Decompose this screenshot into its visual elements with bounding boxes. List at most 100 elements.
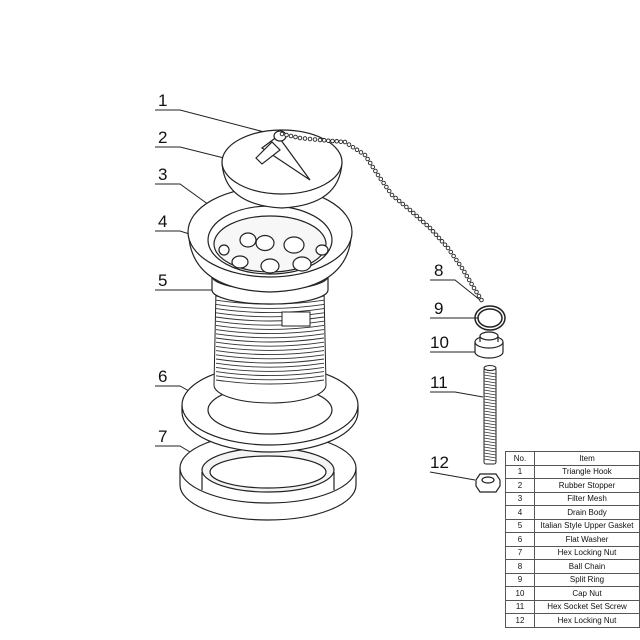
screw-thread: [483, 437, 497, 441]
callout-7: 7: [158, 427, 167, 446]
callout-6: 6: [158, 367, 167, 386]
chain-bead: [365, 156, 370, 162]
screw-thread: [483, 413, 497, 417]
part-split-ring: [474, 305, 506, 331]
chain-bead: [386, 188, 392, 194]
screw-thread: [483, 419, 497, 423]
row-number: 6: [505, 532, 535, 547]
chain-bead: [367, 160, 373, 166]
header-no: No.: [505, 451, 535, 466]
chain-bead: [462, 269, 467, 275]
screw-thread: [483, 386, 497, 390]
callout-12: 12: [430, 453, 449, 472]
screw-thread: [483, 434, 497, 438]
callout-numbers: 1 2 3 4 5 6 7 8 9 10 11 12: [158, 91, 449, 472]
chain-bead: [330, 138, 335, 144]
chain-bead: [321, 138, 327, 143]
part-small-hex-nut: [475, 473, 501, 493]
chain-bead: [433, 232, 439, 237]
chain-bead: [469, 281, 474, 287]
chain-bead: [417, 216, 423, 222]
chain-bead: [427, 225, 433, 231]
chain-bead: [338, 139, 344, 144]
chain-bead: [358, 150, 364, 155]
row-item: Cap Nut: [534, 586, 640, 601]
chain-bead: [476, 293, 482, 299]
chain-bead: [424, 222, 429, 228]
screw-thread: [483, 395, 497, 399]
chain-bead: [459, 265, 465, 271]
row-item: Rubber Stopper: [534, 478, 640, 493]
screw-thread: [483, 392, 497, 396]
chain-bead: [297, 135, 303, 141]
row-item: Triangle Hook: [534, 464, 640, 479]
chain-bead: [464, 273, 470, 279]
leader-lines: [155, 109, 484, 481]
thread-line: [215, 371, 325, 377]
callout-3: 3: [158, 165, 167, 184]
thread-line: [215, 320, 325, 326]
part-ball-chain: [279, 131, 484, 303]
chain-bead: [436, 235, 442, 241]
chain-bead: [317, 137, 323, 143]
thread-line: [215, 341, 325, 347]
chain-bead: [370, 164, 376, 170]
part-threaded-shank: [213, 289, 327, 404]
row-item: Drain Body: [534, 505, 640, 520]
screw-thread: [483, 377, 497, 381]
chain-bead: [451, 253, 456, 259]
part-set-screw: [483, 365, 497, 465]
thread-line: [215, 333, 325, 339]
row-number: 5: [505, 518, 535, 533]
leader-line-1: [155, 109, 273, 135]
thread-line: [215, 350, 325, 356]
thread-line: [215, 312, 325, 318]
row-number: 3: [505, 491, 535, 506]
callout-11: 11: [430, 373, 448, 392]
part-cap-nut: [474, 331, 504, 359]
row-number: 7: [505, 545, 535, 560]
screw-thread: [483, 431, 497, 435]
screw-thread: [483, 443, 497, 447]
row-item: Hex Locking Nut: [534, 545, 640, 560]
screw-thread: [483, 458, 497, 462]
screw-thread: [483, 407, 497, 411]
screw-thread: [483, 383, 497, 387]
chain-bead: [445, 245, 451, 251]
chain-bead: [346, 142, 352, 147]
thread-line: [215, 308, 325, 314]
row-item: Ball Chain: [534, 559, 640, 574]
row-number: 4: [505, 505, 535, 520]
chain-bead: [279, 131, 285, 137]
leader-line-11: [430, 391, 484, 398]
screw-thread: [483, 425, 497, 429]
row-item: Hex Locking Nut: [534, 613, 640, 628]
chain-bead: [421, 219, 426, 225]
thread-line: [215, 366, 325, 372]
thread-line: [215, 316, 325, 322]
chain-bead: [407, 207, 413, 213]
chain-bead: [384, 184, 389, 190]
thread-line: [215, 379, 325, 385]
callout-5: 5: [158, 271, 167, 290]
row-item: Hex Socket Set Screw: [534, 599, 640, 614]
row-item: Italian Style Upper Gasket: [534, 518, 640, 533]
screw-thread: [483, 371, 497, 375]
chain-bead: [400, 201, 406, 207]
thread-line: [215, 329, 325, 335]
screw-thread: [483, 410, 497, 414]
row-number: 2: [505, 478, 535, 493]
thread-line: [215, 337, 325, 343]
chain-bead: [307, 136, 313, 142]
chain-bead: [288, 133, 294, 139]
row-number: 10: [505, 586, 535, 601]
